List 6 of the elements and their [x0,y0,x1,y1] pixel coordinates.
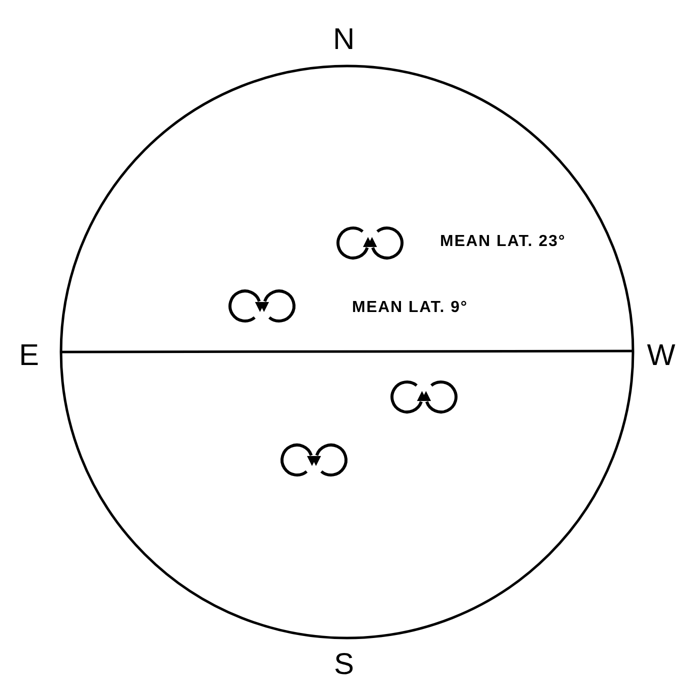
compass-direction-label: S [334,650,354,680]
compass-direction-label: W [647,341,676,371]
latitude-label: MEAN LAT. 23° [440,234,566,250]
compass-direction-label: N [333,25,355,55]
latitude-label: MEAN LAT. 9° [352,300,468,316]
compass-direction-label: E [19,341,40,371]
